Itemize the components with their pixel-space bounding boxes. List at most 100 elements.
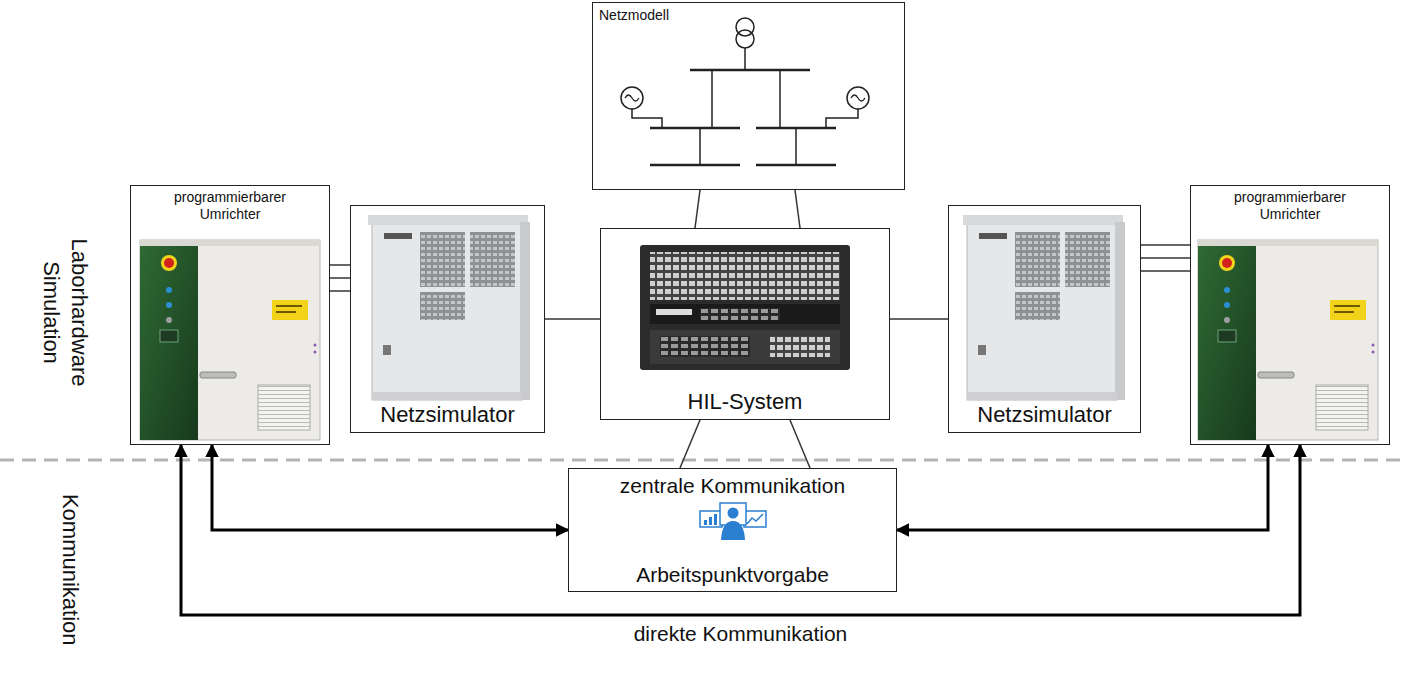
- operator-icon: [728, 508, 739, 519]
- wire-line: [1141, 244, 1190, 246]
- converter-cabinet: [166, 302, 172, 308]
- operator-icon: [700, 511, 722, 527]
- operator-icon: [721, 521, 745, 540]
- single-line-diagram: [826, 109, 858, 128]
- converter-cabinet: [258, 385, 310, 430]
- node-title: zentrale Kommunikation: [620, 473, 845, 498]
- operator-icon: [747, 514, 763, 524]
- section-label: Kommunikation: [56, 490, 84, 650]
- node-title: Netzsimulator: [977, 402, 1111, 428]
- arrow-connector: [897, 445, 1268, 530]
- model-box: Netzmodell: [592, 2, 905, 190]
- wire-connector: [1141, 245, 1190, 271]
- converter-cabinet: [200, 372, 236, 378]
- node-title: Netzsimulator: [380, 402, 514, 428]
- converter-cabinet: [164, 258, 174, 268]
- edge-label: direkte Kommunikation: [630, 621, 852, 647]
- single-line-diagram: [690, 69, 810, 72]
- node-title: programmierbarer Umrichter: [155, 189, 305, 223]
- hil-rack: [656, 309, 692, 315]
- operator-icon: [744, 511, 766, 527]
- single-line-diagram: [744, 48, 746, 70]
- grid-simulator-cabinet: [520, 222, 530, 400]
- wire-line: [330, 290, 350, 292]
- single-line-diagram: [847, 87, 869, 109]
- single-line-diagram: [650, 127, 740, 130]
- single-line-diagram: [851, 95, 865, 101]
- communication-box: zentrale KommunikationArbeitspunktvorgab…: [568, 468, 897, 592]
- single-line-diagram: [736, 30, 754, 48]
- wire-line: [1141, 257, 1190, 259]
- converter-cabinet: [161, 255, 177, 271]
- arrow-connector: [181, 445, 1300, 615]
- converter-box: programmierbarer Umrichter: [130, 185, 330, 445]
- converter-cabinet: [166, 287, 172, 293]
- grid-simulator-cabinet: [384, 233, 412, 239]
- grid-simulator-cabinet: [420, 292, 465, 320]
- node-subtitle: Arbeitspunktvorgabe: [636, 562, 829, 587]
- converter-cabinet: [140, 240, 320, 440]
- arrow-line: [897, 445, 1268, 530]
- grid-simulator-cabinet: [420, 232, 465, 287]
- hil-rack: [700, 308, 780, 320]
- converter-cabinet: [166, 317, 172, 323]
- hil-rack: [650, 304, 840, 324]
- node-title: Netzmodell: [599, 7, 669, 24]
- single-line-diagram: [632, 109, 662, 128]
- grid-simulator-cabinet: [372, 392, 522, 400]
- converter-cabinet: [314, 344, 317, 347]
- hil-rack: [770, 336, 830, 357]
- operator-icon: [709, 517, 712, 525]
- hil-rack: [640, 245, 850, 370]
- wire-connector: [680, 420, 810, 468]
- arrow-connector: [212, 445, 568, 530]
- hil-box: HIL-System: [600, 228, 890, 420]
- wire-line: [330, 264, 350, 266]
- converter-cabinet: [140, 240, 320, 440]
- converter-cabinet: [276, 311, 296, 313]
- arrow-line: [212, 445, 568, 530]
- node-title: HIL-System: [688, 389, 803, 415]
- grid-simulator-cabinet: [368, 215, 528, 225]
- wire-line: [680, 420, 700, 468]
- single-line-diagram: [795, 128, 797, 165]
- single-line-diagram: [625, 95, 639, 101]
- wire-line: [545, 318, 600, 320]
- converter-cabinet: [140, 240, 198, 440]
- single-line-diagram: [621, 18, 869, 165]
- converter-cabinet: [160, 330, 178, 342]
- hil-rack: [640, 245, 850, 370]
- operator-icon: [714, 514, 717, 525]
- grid-simulator-cabinet: [372, 222, 522, 400]
- converter-box: programmierbarer Umrichter: [1190, 185, 1390, 445]
- converter-cabinet: [272, 300, 308, 320]
- simulator-box: Netzsimulator: [350, 205, 545, 433]
- wire-line: [790, 420, 810, 468]
- wire-line: [795, 190, 800, 228]
- converter-cabinet: [140, 240, 320, 246]
- hil-rack: [650, 330, 840, 364]
- arrow-line: [181, 445, 1300, 615]
- grid-simulator-cabinet: [470, 232, 515, 287]
- grid-simulator-cabinet: [383, 345, 391, 355]
- single-line-diagram: [699, 128, 701, 165]
- converter-cabinet: [276, 305, 302, 307]
- simulator-box: Netzsimulator: [948, 205, 1141, 433]
- wire-line: [890, 318, 948, 320]
- node-title: programmierbarer Umrichter: [1215, 189, 1365, 223]
- hil-rack: [650, 252, 840, 300]
- wire-line: [1141, 270, 1190, 272]
- single-line-diagram: [621, 87, 643, 109]
- wire-connector: [545, 319, 600, 320]
- single-line-diagram: [779, 70, 781, 128]
- wire-line: [330, 277, 350, 279]
- wire-connector: [695, 190, 800, 228]
- section-label: Laborhardware Simulation: [38, 225, 93, 400]
- converter-cabinet: [1198, 240, 1378, 440]
- operator-icon: [700, 503, 766, 540]
- operator-icon: [704, 520, 707, 525]
- grid-simulator-cabinet: [368, 215, 530, 400]
- wire-line: [695, 190, 700, 228]
- single-line-diagram: [650, 164, 740, 167]
